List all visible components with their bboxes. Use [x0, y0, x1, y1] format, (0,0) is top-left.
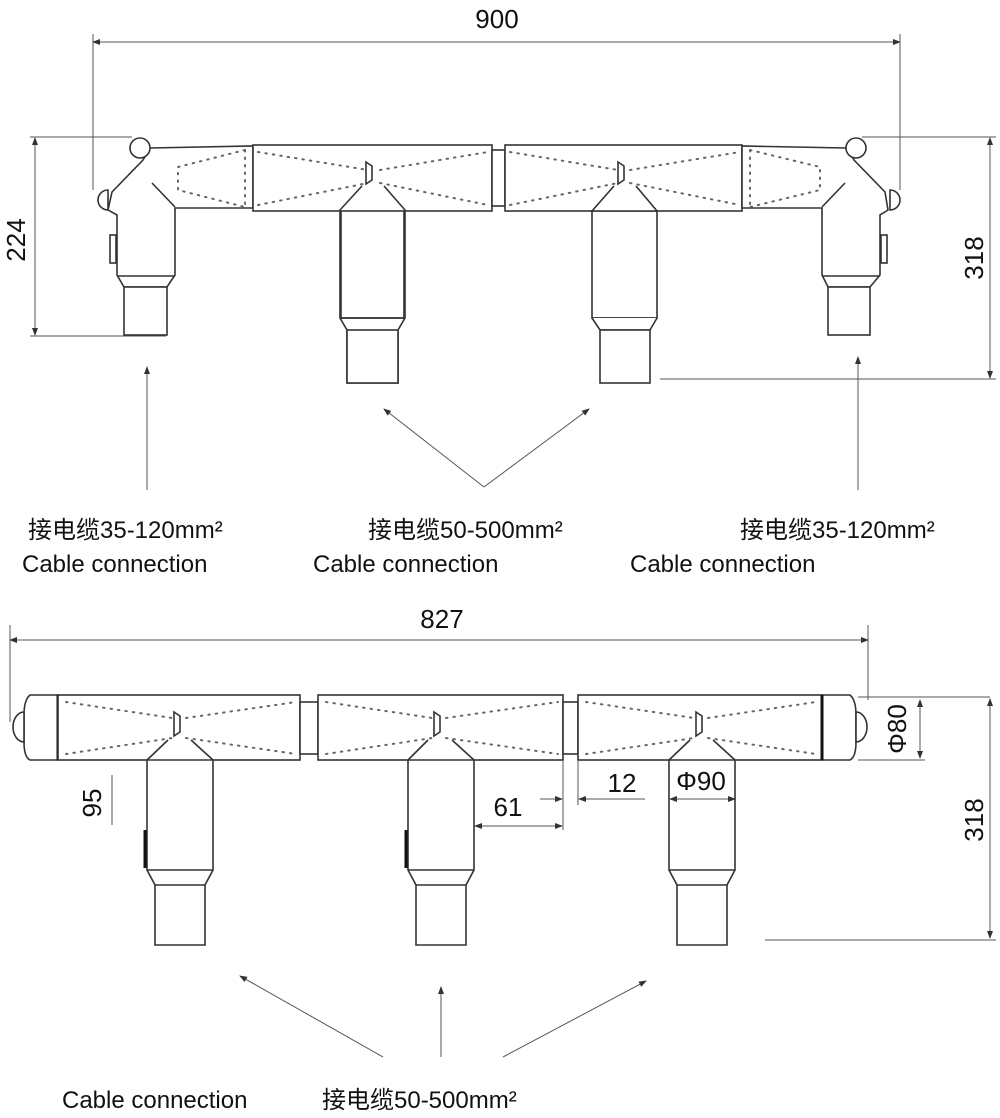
dimension-318-bottom: 318	[765, 698, 996, 941]
label-en: Cable connection	[22, 551, 207, 578]
dimension-224: 224	[1, 136, 166, 337]
dimension-phi80: Φ80	[858, 696, 990, 761]
label-left: 接电缆35-120mm² Cable connection	[22, 517, 223, 578]
dimension-label: 900	[475, 4, 518, 34]
right-elbow-connector	[741, 137, 901, 336]
pointer-arrows	[144, 356, 861, 490]
dimension-318: 318	[660, 136, 996, 380]
label-en: Cable connection	[62, 1087, 247, 1114]
dimension-900: 900	[92, 4, 901, 190]
label-en: Cable connection	[630, 551, 815, 578]
top-view: 900 224 318	[1, 4, 996, 578]
dimension-label: Φ90	[676, 766, 726, 796]
dimension-827: 827	[9, 604, 869, 722]
label-cn: 接电缆35-120mm²	[28, 517, 223, 544]
dimension-label: Φ80	[882, 704, 912, 754]
tee-connector-1	[252, 144, 493, 384]
dimension-phi90: Φ90	[669, 766, 736, 802]
label-cn: 接电缆35-120mm²	[740, 517, 935, 544]
dimension-61: 61	[474, 760, 564, 830]
dimension-label: 12	[608, 768, 637, 798]
dimension-label: 224	[1, 218, 31, 261]
dimension-label: 827	[420, 604, 463, 634]
tee-connector-2	[504, 144, 743, 384]
dimension-95: 95	[77, 775, 113, 825]
dimension-label: 95	[77, 789, 107, 818]
left-elbow-connector	[97, 137, 254, 336]
coupling-ring	[491, 149, 506, 207]
tee-branch-2	[404, 710, 475, 946]
pointer-arrows	[239, 975, 647, 1058]
dimension-label: 61	[494, 792, 523, 822]
tee-branch-1	[143, 710, 214, 946]
label-en: Cable connection	[313, 551, 498, 578]
label-right: 接电缆35-120mm² Cable connection	[630, 517, 935, 578]
tee-branch-3	[668, 710, 736, 946]
label-middle: 接电缆50-500mm² Cable connection	[313, 517, 563, 578]
label-cn: 接电缆50-500mm²	[368, 517, 563, 544]
dimension-label: 318	[959, 798, 989, 841]
dimension-12: 12	[540, 760, 645, 805]
dimension-label: 318	[959, 236, 989, 279]
bottom-view: 827	[9, 604, 996, 1114]
label-cn: 接电缆50-500mm²	[322, 1087, 517, 1114]
